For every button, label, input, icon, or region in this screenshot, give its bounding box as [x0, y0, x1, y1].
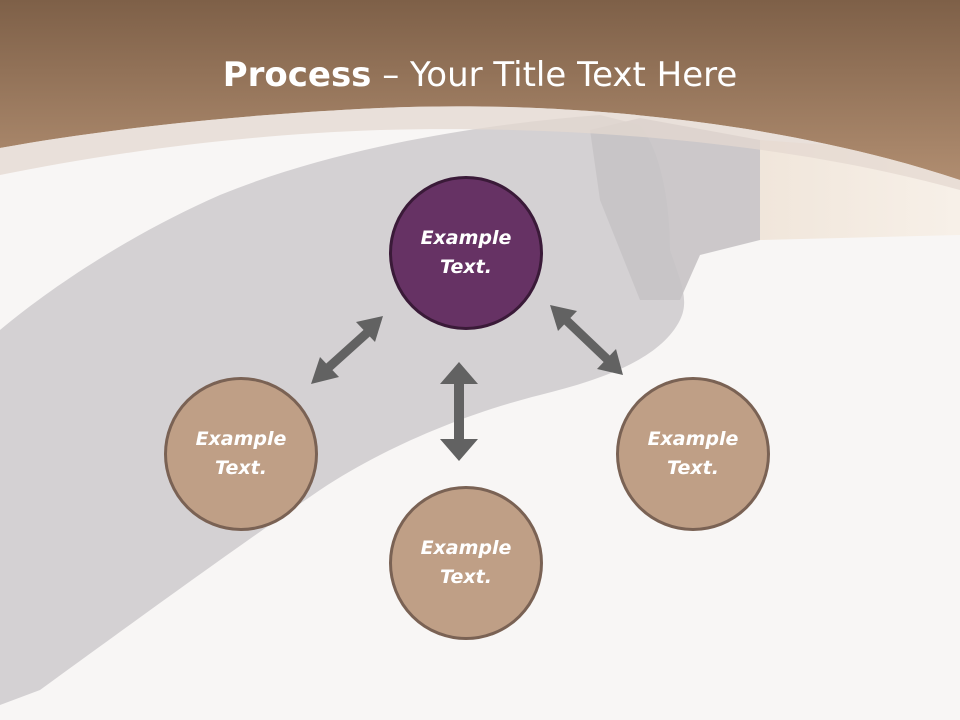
node-bottom-line2: Text.: [440, 566, 492, 588]
process-node-right[interactable]: Example Text.: [616, 377, 770, 531]
slide-title: Process – Your Title Text Here: [0, 52, 960, 98]
node-right-line2: Text.: [667, 457, 719, 479]
title-rest-part: – Your Title Text Here: [371, 55, 738, 95]
node-right-line1: Example: [647, 428, 739, 450]
process-node-bottom[interactable]: Example Text.: [389, 486, 543, 640]
node-left-line1: Example: [195, 428, 287, 450]
node-left-line2: Text.: [215, 457, 267, 479]
header-band: [0, 0, 960, 180]
node-center-line2: Text.: [440, 256, 492, 278]
process-node-center[interactable]: Example Text.: [389, 176, 543, 330]
title-bold-part: Process: [222, 55, 372, 95]
header-swoosh: [0, 106, 960, 190]
node-center-line1: Example: [420, 227, 512, 249]
node-bottom-line1: Example: [420, 537, 512, 559]
knife-blade-shape: [0, 115, 685, 705]
knife-bolster-shape: [590, 118, 760, 300]
process-node-left[interactable]: Example Text.: [164, 377, 318, 531]
